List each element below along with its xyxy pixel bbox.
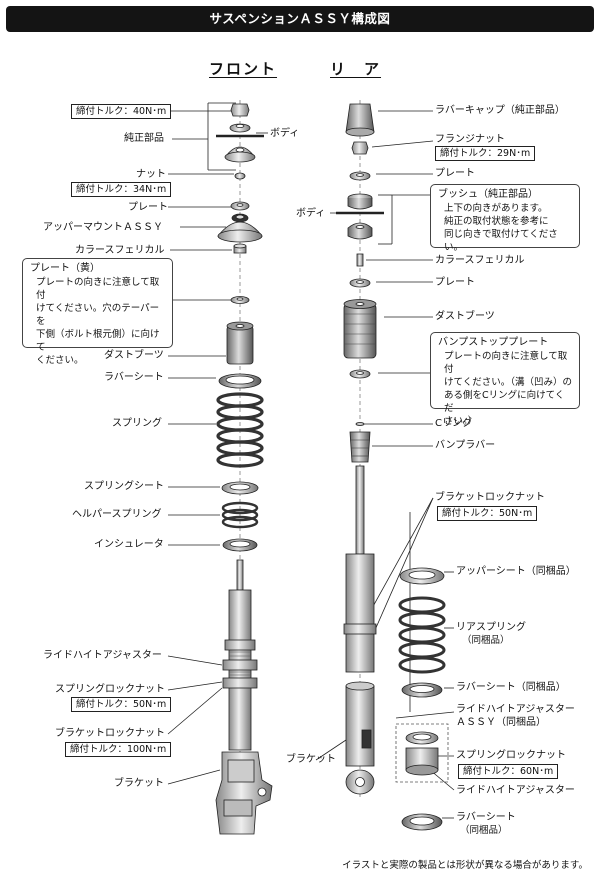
rear-torque-flange: 締付トルク：29N･m [435,146,536,161]
front-assembly [215,100,273,835]
front-ride-height-adjuster-label: ライドハイトアジャスター [43,650,162,661]
front-helper-spring-label: ヘルパースプリング [72,509,162,520]
rear-bush-note: ブッシュ（純正部品） 上下の向きがあります。 純正の取付状態を参考に 同じ向きで… [430,184,580,253]
rear-bump-plate-note-title: バンプストッププレート [438,337,549,348]
front-plate-note: プレート（黄） プレートの向きに注意して取付 けてください。穴のテーパーを 下側… [22,258,173,366]
front-nut-label: ナット [136,169,166,180]
rear-bracket-lock-nut-label: ブラケットロックナット [435,492,545,503]
front-genuine-parts-label: 純正部品 [124,133,164,144]
front-insulator-label: インシュレータ [94,539,164,550]
front-plate-note-title: プレート（黄） [30,263,100,274]
rear-bracket-label: ブラケット [286,754,336,765]
rear-bush-note-line-2: 純正の取付状態を参考に [444,216,549,227]
rear-rubber-seat-label: ラバーシート（同梱品） [456,682,566,693]
front-bracket-lock-nut-label: ブラケットロックナット [55,728,165,739]
rear-rubber-cap-label: ラバーキャップ（純正部品） [435,105,565,116]
page-title: サスペンションＡＳＳＹ構成図 [6,6,594,32]
rear-bottom-rubber-seat-sub-label: （同梱品） [460,825,508,836]
front-bracket-label: ブラケット [114,778,164,789]
front-plate-label: プレート [128,202,168,213]
rear-torque-bracket-lock: 締付トルク：50N･m [437,506,538,521]
front-upper-mount-label: アッパーマウントＡＳＳＹ [43,222,163,233]
rear-collar-label: カラースフェリカル [435,255,525,266]
disclaimer-footer: イラストと実際の製品とは形状が異なる場合があります。 [342,860,588,871]
rear-bump-plate-note-line-4: さい。） [444,416,478,427]
rear-dust-boot-label: ダストブーツ [435,311,495,322]
front-spring-lock-nut-label: スプリングロックナット [55,684,165,695]
rear-assembly [336,100,384,800]
front-spring-label: スプリング [112,418,162,429]
rear-bump-plate-note: バンプストッププレート プレートの向きに注意して取付 けてください。（溝（凹み）… [430,332,580,427]
front-torque-top-nut: 締付トルク：40N･m [71,104,172,119]
rear-ride-height-assy-label: ライドハイトアジャスター [456,704,575,715]
rear-ride-height-adjuster-label: ライドハイトアジャスター [456,785,575,796]
rear-flange-nut-label: フランジナット [435,134,505,145]
rear-c-ring-label: Cリング [435,418,472,429]
rear-plate-label: プレート [435,277,475,288]
front-body-label: ボディ [270,128,300,139]
front-column-heading: フロント [209,60,278,78]
front-plate-note-line-2: けてください。穴のテーパーを [36,303,160,327]
rear-plate-top-label: プレート [435,168,475,179]
rear-bump-plate-note-line-2: けてください。（溝（凹み）の [444,377,572,388]
rear-ride-height-assy-label-2: ＡＳＳＹ（同梱品） [456,717,546,728]
front-plate-note-line-3: 下側（ボルト根元側）に向けて [36,329,160,353]
rear-bump-plate-note-line-1: プレートの向きに注意して取付 [444,351,568,375]
front-dust-boot-label: ダストブーツ [104,350,164,361]
rear-spring-sub-label: （同梱品） [462,635,510,646]
rear-bush-note-line-3: 同じ向きで取付けてください。 [444,229,558,253]
front-torque-bracket-lock: 締付トルク：100N･m [65,742,172,757]
rear-torque-spring-lock: 締付トルク：60N･m [458,764,559,779]
front-collar-label: カラースフェリカル [75,245,165,256]
front-torque-nut: 締付トルク：34N･m [71,182,172,197]
rear-spring-lock-nut-label: スプリングロックナット [456,750,566,761]
rear-body-label: ボディ [296,208,326,219]
leader-lines [166,102,455,819]
front-plate-note-line-4: ください。 [36,355,84,366]
rear-spring-label: リアスプリング [456,622,526,633]
rear-upper-seat-label: アッパーシート（同梱品） [456,566,576,577]
rear-spring-parts [395,567,449,831]
rear-bush-note-line-1: 上下の向きがあります。 [444,203,548,214]
rear-bump-plate-note-line-3: ある側をCリングに向けてくだ [444,390,565,414]
rear-bush-note-title: ブッシュ（純正部品） [438,189,538,200]
front-plate-note-line-1: プレートの向きに注意して取付 [36,277,160,301]
rear-bump-rubber-label: バンプラバー [435,440,496,451]
rear-column-heading: リ ア [330,60,382,78]
front-torque-spring-lock: 締付トルク：50N･m [71,697,172,712]
front-rubber-seat-label: ラバーシート [104,372,164,383]
rear-bottom-rubber-seat-label: ラバーシート [456,812,516,823]
front-spring-seat-label: スプリングシート [84,481,164,492]
